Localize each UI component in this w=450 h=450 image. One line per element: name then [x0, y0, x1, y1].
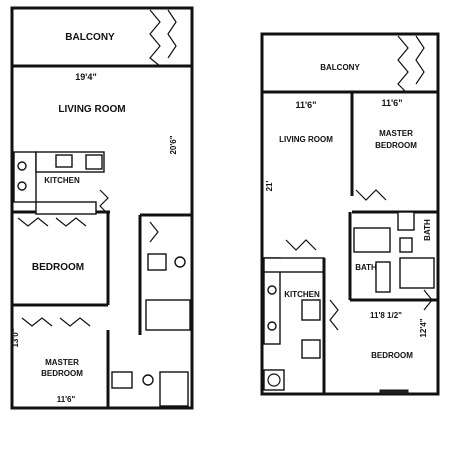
left-master-door: [21, 317, 53, 327]
right-kitchen-island: [301, 299, 321, 321]
left-balcony-label: BALCONY: [65, 32, 115, 43]
right-washer-drum: [267, 373, 281, 387]
left-fridge: [85, 154, 103, 170]
left-master-toilet: [142, 374, 154, 386]
right-kitchen-label: KITCHEN: [284, 290, 320, 299]
right-bedroom-label: BEDROOM: [371, 351, 413, 360]
left-kitchen-door: [99, 189, 109, 215]
right-bath-sink: [397, 211, 415, 231]
left-bathtub: [145, 299, 191, 331]
left-stove-burner: [17, 161, 27, 171]
right-bath-vertical-label: BATH: [423, 219, 432, 241]
right-floor-plan: BALCONY 11'6" 11'6" LIVING ROOM MASTER B…: [260, 32, 440, 396]
left-closet: [35, 201, 97, 215]
right-balcony-label: BALCONY: [320, 63, 360, 72]
left-bath-sink: [147, 253, 167, 271]
left-master-sink: [111, 371, 133, 389]
left-kitchen-label: KITCHEN: [44, 176, 80, 185]
left-master-label-2: BEDROOM: [41, 369, 83, 378]
left-outer-wall: [10, 6, 194, 410]
right-bedroom-window: [379, 389, 409, 395]
right-bedroom-door: [329, 299, 339, 331]
left-master-label-1: MASTER: [45, 358, 79, 367]
right-stove-burner: [267, 285, 277, 295]
left-master-width: 11'6": [57, 395, 76, 404]
left-living-room-label: LIVING ROOM: [58, 104, 125, 115]
right-kitchen-counter-top: [263, 257, 325, 273]
left-bedroom-door: [17, 217, 49, 227]
left-kitchen-counter: [13, 151, 37, 203]
right-kitchen-door: [285, 239, 317, 251]
right-balcony-door-2: [415, 35, 425, 85]
right-master-label-2: BEDROOM: [375, 141, 417, 150]
left-floor-plan: BALCONY 19'4" LIVING ROOM 20'6" KITCHEN …: [10, 6, 194, 410]
left-bedroom-door-2: [55, 217, 87, 227]
left-balcony-width: 19'4": [75, 72, 96, 82]
right-living-width: 11'6": [296, 100, 317, 110]
left-master-depth: 13'0": [11, 328, 20, 347]
right-bedroom-depth: 12'4": [419, 318, 428, 337]
right-bath-tub-2: [399, 257, 435, 289]
left-stove-burner-2: [17, 181, 27, 191]
right-living-depth: 21': [265, 181, 274, 192]
right-bath-vanity: [375, 261, 391, 293]
left-master-door-2: [59, 317, 91, 327]
right-kitchen-fridge: [301, 339, 321, 359]
right-master-door: [355, 189, 387, 201]
right-bath-toilet-1: [399, 237, 413, 253]
right-stove-burner-2: [267, 321, 277, 331]
right-master-label-1: MASTER: [379, 129, 413, 138]
left-bath-toilet: [174, 256, 186, 268]
right-outer-wall: [260, 32, 440, 396]
left-balcony-door-2: [167, 9, 177, 59]
left-living-depth: 20'6": [169, 135, 178, 154]
right-living-room-label: LIVING ROOM: [279, 135, 333, 144]
right-bedroom-width: 11'8 1/2": [370, 311, 402, 320]
left-bedroom-label: BEDROOM: [32, 262, 84, 273]
left-balcony-door: [149, 9, 161, 67]
right-balcony-door: [397, 35, 409, 93]
left-master-tub: [159, 371, 189, 407]
left-bath-door: [149, 221, 159, 243]
right-bath-label: BATH: [355, 263, 377, 272]
right-master-width: 11'6": [382, 98, 403, 108]
right-washer: [263, 369, 285, 391]
left-sink: [55, 154, 73, 168]
right-bathtub: [353, 227, 391, 253]
